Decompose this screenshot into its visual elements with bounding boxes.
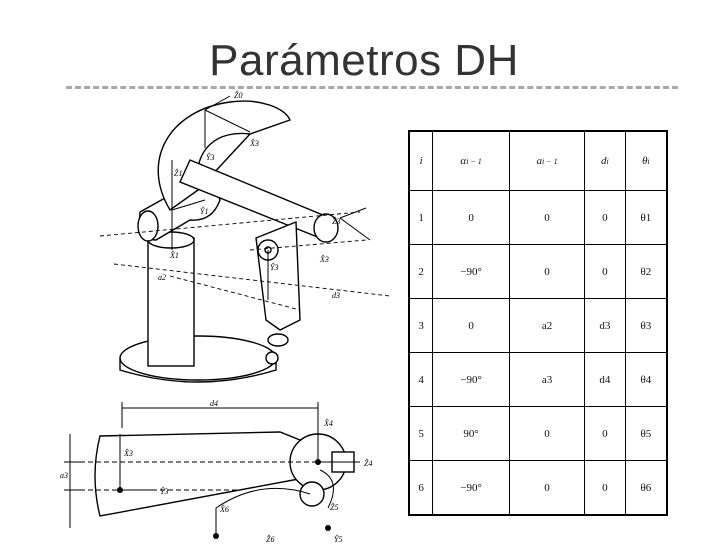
label-y1: Ŷ1 xyxy=(200,206,208,216)
header-i: i xyxy=(408,130,434,191)
table-cell: 1 xyxy=(408,190,434,245)
label-x6: X̂6 xyxy=(219,504,229,514)
base-plate-edge xyxy=(119,358,277,383)
table-header-row: i αi − 1 ai − 1 di θi xyxy=(408,130,668,191)
table-cell: 3 xyxy=(408,298,434,353)
table-row: 3 0 a2 d3 θ3 xyxy=(408,298,668,353)
table-cell: θ1 xyxy=(624,190,668,245)
table-cell: 4 xyxy=(408,352,434,407)
robot-arm-perspective-figure: Ẑ0 X̂3 Ŷ3 Ẑ1 Ŷ1 X̂1 a2 Ẑ3 X̂3 Ŷ3 d3 xyxy=(100,90,391,383)
title-divider xyxy=(66,86,678,89)
table-cell: 0 xyxy=(508,190,586,245)
link-body xyxy=(94,431,305,517)
table-cell: 6 xyxy=(408,460,434,516)
label-z6: Ẑ6 xyxy=(266,534,274,544)
table-cell: θ4 xyxy=(624,352,668,407)
label-y3-bottom: Ŷ3 xyxy=(160,486,168,496)
header-alpha: αi − 1 xyxy=(432,130,510,191)
table-cell: 0 xyxy=(508,460,586,516)
table-cell: −90° xyxy=(432,460,510,516)
table-cell: θ3 xyxy=(624,298,668,353)
label-y3: Ŷ3 xyxy=(270,262,278,272)
label-x3: X̂3 xyxy=(319,254,329,264)
label-x3-bottom: X̂3 xyxy=(123,448,133,458)
table-cell: 0 xyxy=(584,244,626,299)
table-cell: 2 xyxy=(408,244,434,299)
label-a3: a3 xyxy=(60,471,68,480)
table-cell: 5 xyxy=(408,406,434,461)
table-cell: 0 xyxy=(508,406,586,461)
label-z5: Ẑ5 xyxy=(330,502,338,512)
table-cell: θ5 xyxy=(624,406,668,461)
slide-title: Parámetros DH xyxy=(209,36,519,85)
table-cell: 0 xyxy=(432,190,510,245)
table-cell: a3 xyxy=(508,352,586,407)
label-x4: X̂4 xyxy=(323,418,333,428)
label-z0: Ẑ0 xyxy=(234,90,242,100)
label-z4: Ẑ4 xyxy=(364,458,372,468)
robot-wrist-plan-figure: d4 X̂4 X̂3 a3 Ŷ3 Ẑ6 X̂6 Ẑ4 Ẑ5 Ŷ5 xyxy=(60,399,372,544)
header-theta: θi xyxy=(624,130,668,191)
table-cell: a2 xyxy=(508,298,586,353)
label-x3-top: X̂3 xyxy=(249,138,259,148)
table-cell: d4 xyxy=(584,352,626,407)
table-row: 6 −90° 0 0 θ6 xyxy=(408,460,668,516)
table-cell: 0 xyxy=(432,298,510,353)
table-cell: 0 xyxy=(584,460,626,516)
column xyxy=(147,237,195,367)
wrist-hanger xyxy=(255,220,301,331)
table-cell: θ2 xyxy=(624,244,668,299)
label-d3: d3 xyxy=(332,291,340,300)
base-plate xyxy=(119,335,277,381)
label-z1: Ẑ1 xyxy=(174,168,182,178)
header-a: ai − 1 xyxy=(508,130,586,191)
table-cell: d3 xyxy=(584,298,626,353)
table-cell: −90° xyxy=(432,244,510,299)
label-a2: a2 xyxy=(158,273,166,282)
table-row: 4 −90° a3 d4 θ4 xyxy=(408,352,668,407)
table-cell: −90° xyxy=(432,352,510,407)
table-row: 5 90° 0 0 θ5 xyxy=(408,406,668,461)
table-row: 2 −90° 0 0 θ2 xyxy=(408,244,668,299)
table-cell: 0 xyxy=(584,190,626,245)
label-y5: Ŷ5 xyxy=(334,534,342,544)
table-row: 1 0 0 0 θ1 xyxy=(408,190,668,245)
table-cell: 0 xyxy=(584,406,626,461)
label-z3: Ẑ3 xyxy=(332,216,340,226)
table-cell: 0 xyxy=(508,244,586,299)
table-cell: θ6 xyxy=(624,460,668,516)
label-x1: X̂1 xyxy=(169,250,179,260)
table-cell: 90° xyxy=(432,406,510,461)
label-d4: d4 xyxy=(210,399,218,408)
label-y3-top: Ŷ3 xyxy=(206,152,214,162)
header-d: di xyxy=(584,130,626,191)
dh-parameter-table: i αi − 1 ai − 1 di θi 1 0 0 0 θ1 2 −90° … xyxy=(408,130,668,516)
